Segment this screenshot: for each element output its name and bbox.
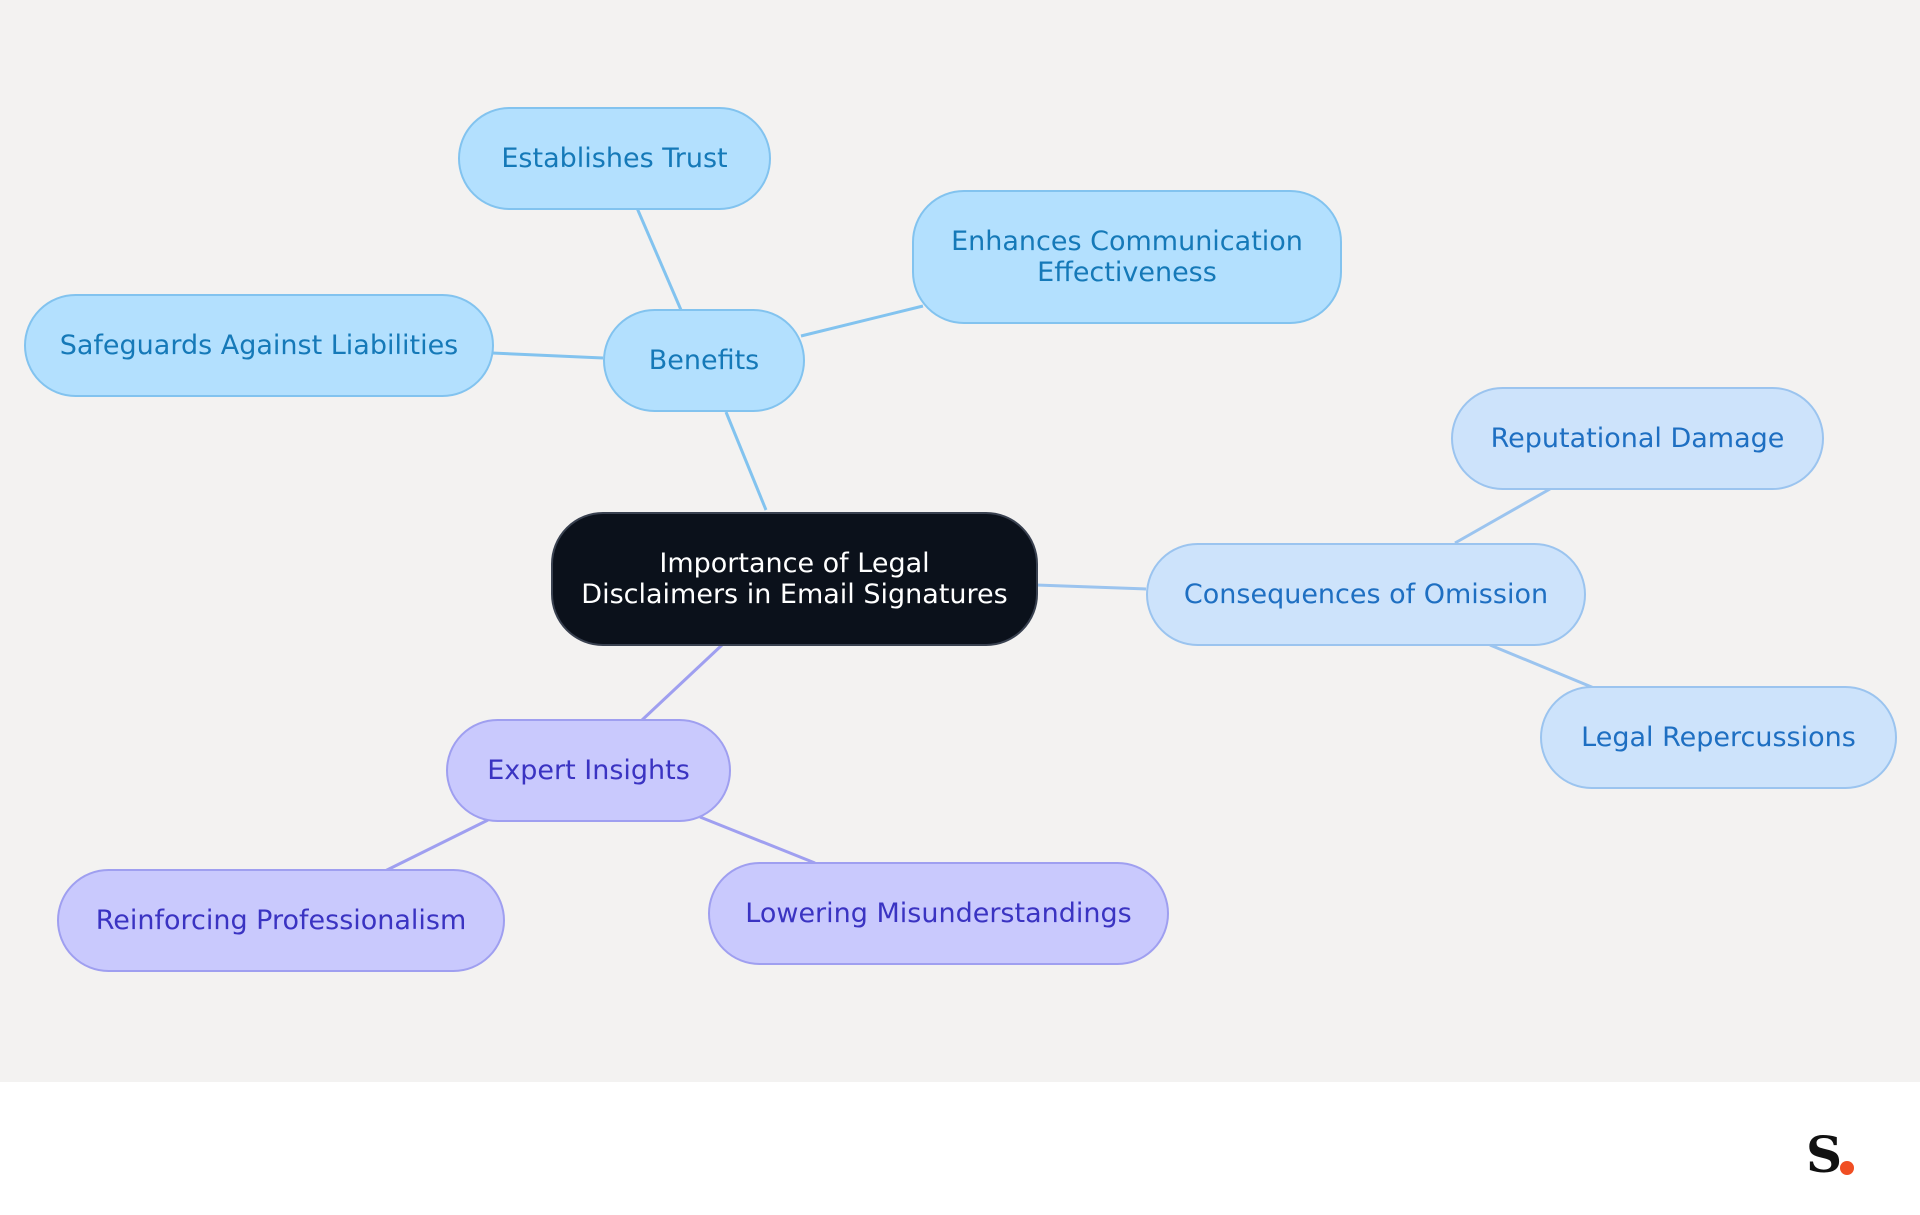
root-node: Importance of Legal Disclaimers in Email…	[551, 512, 1038, 646]
node-benefits: Benefits	[603, 309, 805, 412]
node-enhances-communication: Enhances Communication Effectiveness	[912, 190, 1342, 324]
node-consequences-of-omission: Consequences of Omission	[1146, 543, 1586, 646]
logo-letter: S	[1806, 1125, 1843, 1184]
node-reputational-damage: Reputational Damage	[1451, 387, 1824, 490]
node-safeguards-liabilities: Safeguards Against Liabilities	[24, 294, 494, 397]
connector-benefits-establishes-trust	[635, 207, 683, 311]
node-establishes-trust: Establishes Trust	[458, 107, 771, 210]
node-legal-repercussions: Legal Repercussions	[1540, 686, 1897, 789]
brand-logo-icon: S	[1806, 1130, 1862, 1180]
connector-root-consequences	[1035, 583, 1147, 591]
connector-consequences-reputational	[1454, 487, 1551, 545]
connector-consequences-legal	[1489, 643, 1595, 690]
connector-benefits-safeguards	[491, 351, 604, 360]
mind-map-connectors	[384, 207, 1595, 873]
node-reinforcing-professionalism: Reinforcing Professionalism	[57, 869, 505, 972]
connector-root-expert-insights	[639, 643, 724, 723]
node-expert-insights: Expert Insights	[446, 719, 731, 822]
connector-insights-lowering	[699, 815, 816, 865]
node-lowering-misunderstandings: Lowering Misunderstandings	[708, 862, 1169, 965]
connector-root-benefits	[724, 411, 768, 511]
logo-dot	[1840, 1161, 1854, 1175]
connector-benefits-enhances-communication	[800, 304, 924, 338]
mind-map-canvas: Importance of Legal Disclaimers in Email…	[0, 0, 1920, 1082]
connector-insights-reinforcing	[384, 818, 489, 873]
